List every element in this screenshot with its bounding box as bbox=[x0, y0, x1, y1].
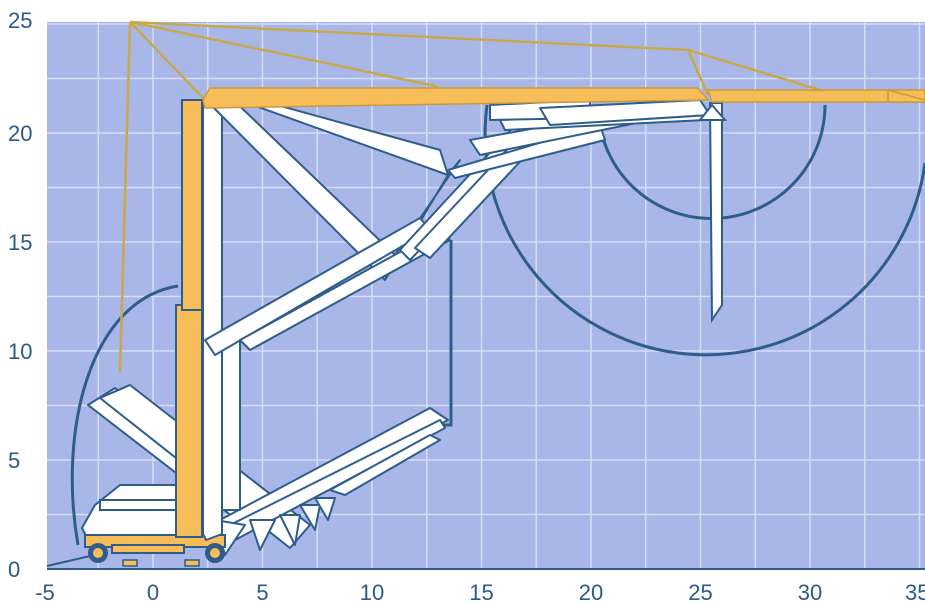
x-tick-label: 10 bbox=[360, 580, 384, 604]
x-tick-label: 30 bbox=[798, 580, 822, 604]
lower-reach-arc bbox=[70, 284, 179, 546]
y-tick-label: 20 bbox=[8, 121, 32, 146]
outer-reach-arc bbox=[483, 104, 925, 357]
x-tick-label: 15 bbox=[469, 580, 493, 604]
x-tick-label: 20 bbox=[579, 580, 603, 604]
wheel-front-hub bbox=[93, 548, 103, 558]
y-tick-label: 5 bbox=[8, 448, 20, 473]
y-tick-label: 0 bbox=[8, 557, 20, 582]
outrigger bbox=[111, 544, 185, 554]
x-axis-ticks: -5 0 5 10 15 20 25 30 35 bbox=[35, 580, 925, 604]
upper-boom bbox=[202, 87, 925, 109]
y-tick-label: 10 bbox=[8, 339, 32, 364]
y-tick-label: 25 bbox=[8, 8, 32, 33]
y-axis-ticks: 0 5 10 15 20 25 bbox=[8, 8, 32, 582]
x-tick-label: 0 bbox=[147, 580, 159, 604]
outrigger-pad-left bbox=[122, 559, 138, 567]
outrigger-pad-right bbox=[184, 559, 200, 567]
tip-jib bbox=[697, 102, 728, 324]
x-tick-label: 35 bbox=[905, 580, 925, 604]
x-tick-label: -5 bbox=[35, 580, 55, 604]
x-tick-label: 5 bbox=[256, 580, 268, 604]
ground-line bbox=[46, 555, 91, 567]
wheel-rear-hub bbox=[210, 548, 220, 558]
x-tick-label: 25 bbox=[688, 580, 712, 604]
yellow-mast bbox=[175, 99, 203, 538]
boom-structure bbox=[204, 91, 711, 356]
y-tick-label: 15 bbox=[8, 230, 32, 255]
